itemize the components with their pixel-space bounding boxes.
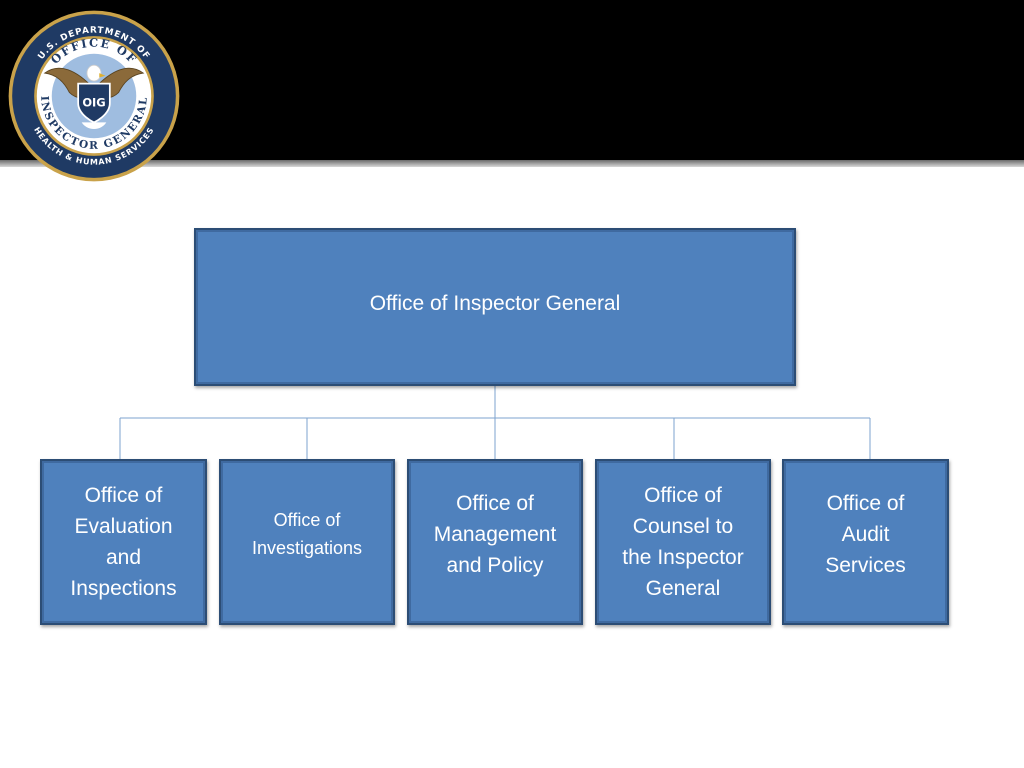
org-node-investigations: Office of Investigations: [219, 459, 395, 625]
seal-shield-text: OIG: [82, 96, 105, 110]
org-node-management-and-policy: Office of Management and Policy: [407, 459, 583, 625]
hhs-oig-seal-logo: U.S. DEPARTMENT OF HEALTH & HUMAN SERVIC…: [8, 10, 180, 182]
org-node-office-of-inspector-general: Office of Inspector General: [194, 228, 796, 386]
header-divider: [0, 160, 1024, 167]
org-node-counsel-to-inspector-general: Office of Counsel to the Inspector Gener…: [595, 459, 771, 625]
org-node-evaluation-and-inspections: Office of Evaluation and Inspections: [40, 459, 207, 625]
shield-icon: OIG: [77, 82, 111, 124]
org-node-audit-services: Office of Audit Services: [782, 459, 949, 625]
